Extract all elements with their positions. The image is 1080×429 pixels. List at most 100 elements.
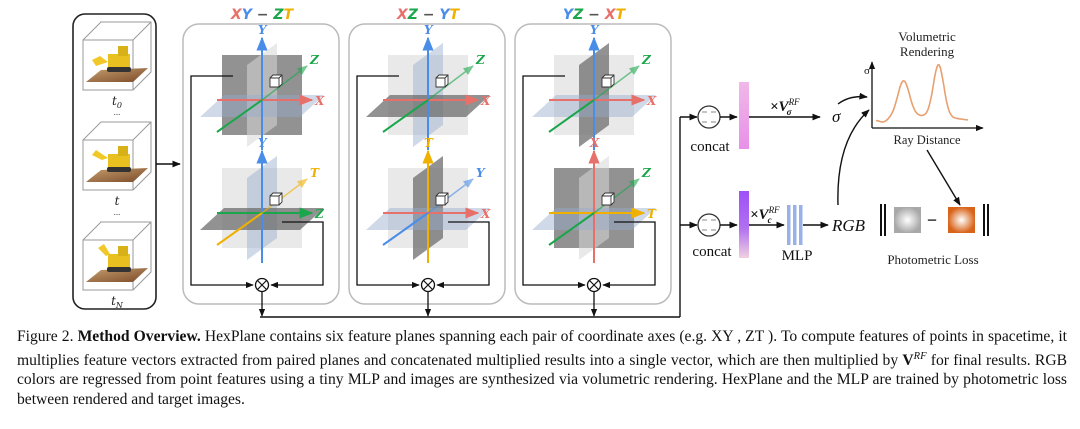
- axis-label-x: X: [314, 94, 325, 108]
- concat-node-sigma: [697, 105, 721, 129]
- multiply-node: [420, 277, 436, 293]
- volumetric-title-line1: Volumetric: [898, 29, 956, 44]
- axis-label-t: T: [424, 136, 434, 150]
- plane-group-title: YZ − XT: [563, 7, 627, 23]
- connector-top: [356, 75, 420, 289]
- sample-point-cube: [601, 192, 615, 206]
- figure-caption: Figure 2. Method Overview. HexPlane cont…: [17, 327, 1067, 409]
- spatial-planes: Y X Z: [200, 23, 325, 150]
- frame-time-label: t: [115, 194, 120, 208]
- axis-z-far: [593, 178, 640, 214]
- spatiotemporal-planes: T X Y: [366, 136, 491, 263]
- caption-math-v: V: [902, 351, 914, 369]
- axis-z-far: [261, 65, 308, 101]
- axis-label-z: Z: [309, 53, 320, 67]
- ellipsis: ...: [114, 107, 121, 117]
- axis-label-y: Y: [476, 166, 486, 180]
- axis-z-near: [548, 99, 595, 133]
- axis-label-x: X: [480, 207, 491, 221]
- axis-z-far: [427, 65, 474, 101]
- sample-point-cube: [435, 192, 449, 206]
- axis-label-y: Y: [258, 136, 268, 150]
- photometric-loss: − Photometric Loss: [880, 204, 989, 267]
- rgb-output: RGB: [831, 216, 866, 235]
- y-axis-label: σ: [864, 65, 870, 77]
- connector-top: [190, 75, 254, 289]
- axis-label-t: T: [647, 207, 657, 221]
- sigma-feature-vector: [739, 82, 749, 149]
- color-feature-vector: [739, 191, 749, 258]
- axis-label-y: Y: [258, 23, 268, 37]
- density-curve: [875, 63, 969, 123]
- caption-prefix: Figure 2.: [17, 328, 74, 345]
- sample-point-cube: [269, 74, 283, 88]
- axis-label-z: Z: [641, 53, 652, 67]
- ground: [86, 268, 148, 282]
- input-frames-panel: t0...t...tN: [72, 13, 181, 310]
- frame-time-label: tN: [111, 294, 124, 310]
- rendered-image: [894, 207, 921, 233]
- ground: [86, 168, 148, 182]
- connector-bottom: [602, 221, 656, 289]
- mlp-label: MLP: [782, 248, 813, 264]
- spatial-planes: Y X Z: [366, 23, 491, 150]
- axis-z-far: [593, 65, 640, 101]
- spatial-planes: Y X Z: [532, 23, 657, 150]
- axis-label-x: X: [480, 94, 491, 108]
- axis-label-z: Z: [314, 207, 325, 221]
- caption-title: Method Overview.: [77, 328, 201, 345]
- axis-y-near: [382, 212, 429, 246]
- spatiotemporal-planes: XTZ: [532, 136, 657, 263]
- multiply-node: [586, 277, 602, 293]
- plane-group-frame: [182, 23, 340, 305]
- input-frame-2: tN: [82, 221, 152, 310]
- volumetric-title-line2: Rendering: [900, 44, 955, 59]
- input-frame-0: t0...: [82, 21, 152, 117]
- bulldozer-image: [98, 244, 131, 272]
- sample-point-cube: [435, 74, 449, 88]
- frame-time-label: t0: [112, 94, 122, 110]
- plane-group-2: YZ − XTY X ZX T Z: [514, 7, 672, 317]
- concat-label-color: concat: [692, 244, 732, 260]
- concat-label-sigma: concat: [690, 139, 730, 155]
- caption-math-sup: RF: [913, 350, 927, 362]
- target-image: [948, 207, 975, 233]
- plane-group-title: XZ − YT: [396, 7, 461, 23]
- bulldozer-image: [92, 46, 131, 72]
- ellipsis: ...: [114, 207, 121, 217]
- multiply-node: [254, 277, 270, 293]
- connector-top: [522, 75, 586, 289]
- axis-label-y: Y: [424, 23, 434, 37]
- plane-group-frame: [514, 23, 672, 305]
- axis-y-far: [427, 178, 474, 214]
- axis-z-near: [382, 99, 429, 133]
- axis-label-z: Z: [475, 53, 486, 67]
- axis-t-far: [261, 178, 308, 214]
- axis-t-near: [216, 212, 263, 246]
- mlp-block: [787, 205, 803, 245]
- x-axis-label: Ray Distance: [894, 133, 961, 147]
- bulldozer-image: [92, 146, 131, 172]
- connector-bottom: [270, 221, 324, 289]
- caption-text-2: for final results. RGB colors are regres…: [17, 351, 1067, 408]
- axis-z-near: [548, 212, 595, 246]
- plane-group-title: XY − ZT: [230, 7, 295, 23]
- sample-point-cube: [269, 192, 283, 206]
- axis-label-x: X: [646, 94, 657, 108]
- axis-label-z: Z: [641, 166, 652, 180]
- connector-bottom: [436, 221, 490, 289]
- axis-label-y: Y: [590, 23, 600, 37]
- volumetric-rendering-plot: Volumetric Rendering σ Ray Distance: [864, 29, 984, 206]
- spatiotemporal-planes: YZT: [200, 136, 325, 263]
- concat-node-color: [697, 213, 721, 237]
- plane-group-frame: [348, 23, 506, 305]
- minus-sign: −: [927, 210, 937, 230]
- ground: [86, 68, 148, 82]
